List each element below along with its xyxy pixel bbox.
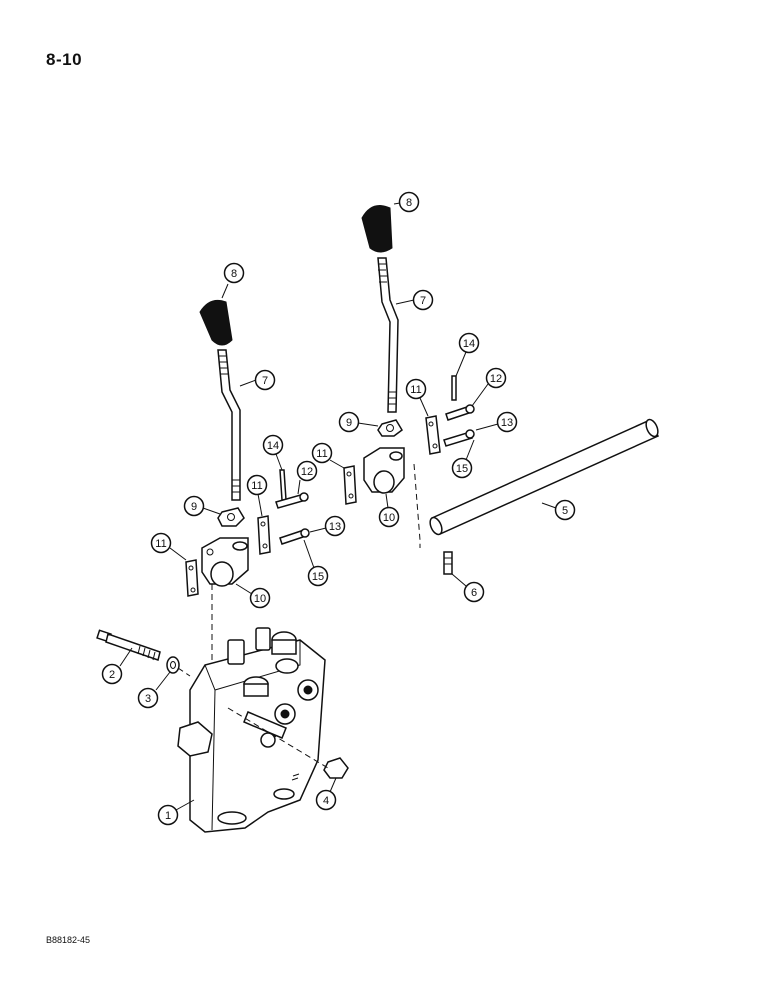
- left-pin-bolts: [275, 469, 310, 545]
- callout-8-left-label: 8: [231, 268, 237, 280]
- page-number: 8-10: [46, 50, 83, 69]
- callout-3-label: 3: [145, 693, 151, 705]
- callout-1: [157, 804, 179, 826]
- right-link-plates: [343, 415, 441, 505]
- callout-15-right-label: 15: [456, 463, 468, 475]
- callout-10-right-label: 10: [383, 512, 395, 524]
- callout-11-d-label: 11: [410, 384, 421, 396]
- callout-13-left-label: 13: [329, 521, 341, 533]
- mounting-bolt: [96, 629, 161, 661]
- callouts: 1 2 3 4 5 6 7: [101, 191, 576, 826]
- callout-4-label: 4: [323, 795, 329, 807]
- callout-8-right-label: 8: [406, 197, 412, 209]
- callout-2-label: 2: [109, 669, 115, 681]
- callout-15-left-label: 15: [312, 571, 324, 583]
- callout-14-left-label: 14: [267, 440, 279, 452]
- callout-11-b-label: 11: [251, 480, 262, 492]
- callout-9-right-label: 9: [346, 417, 352, 429]
- callout-6-label: 6: [471, 587, 477, 599]
- control-valve-body: [177, 627, 326, 833]
- lock-nut: [323, 757, 349, 779]
- callout-1-label: 1: [165, 810, 171, 822]
- left-lever-handle: [199, 299, 241, 501]
- callout-12-right-label: 12: [490, 373, 502, 385]
- washer: [166, 656, 180, 674]
- callout-13-right-label: 13: [501, 417, 513, 429]
- callout-11-a-label: 11: [155, 538, 166, 550]
- right-pin-bolts: [443, 375, 475, 447]
- roll-pin: [443, 551, 453, 575]
- callout-10-left-label: 10: [254, 593, 266, 605]
- left-pivot-block: [201, 537, 249, 587]
- left-lever-nut: [217, 507, 245, 527]
- callout-14-right-label: 14: [463, 338, 475, 350]
- right-lever-handle: [361, 205, 399, 413]
- cross-shaft: [429, 418, 660, 536]
- figure-code: B88182-45: [46, 935, 91, 945]
- callout-7-left-label: 7: [262, 375, 268, 387]
- callout-12-left-label: 12: [301, 466, 313, 478]
- callout-5-label: 5: [562, 505, 568, 517]
- callout-11-c-label: 11: [316, 448, 327, 460]
- callout-9-left-label: 9: [191, 501, 197, 513]
- right-lever-nut: [377, 419, 403, 437]
- left-link-plates: [185, 515, 271, 597]
- callout-7-right-label: 7: [420, 295, 426, 307]
- right-pivot-block: [363, 447, 405, 494]
